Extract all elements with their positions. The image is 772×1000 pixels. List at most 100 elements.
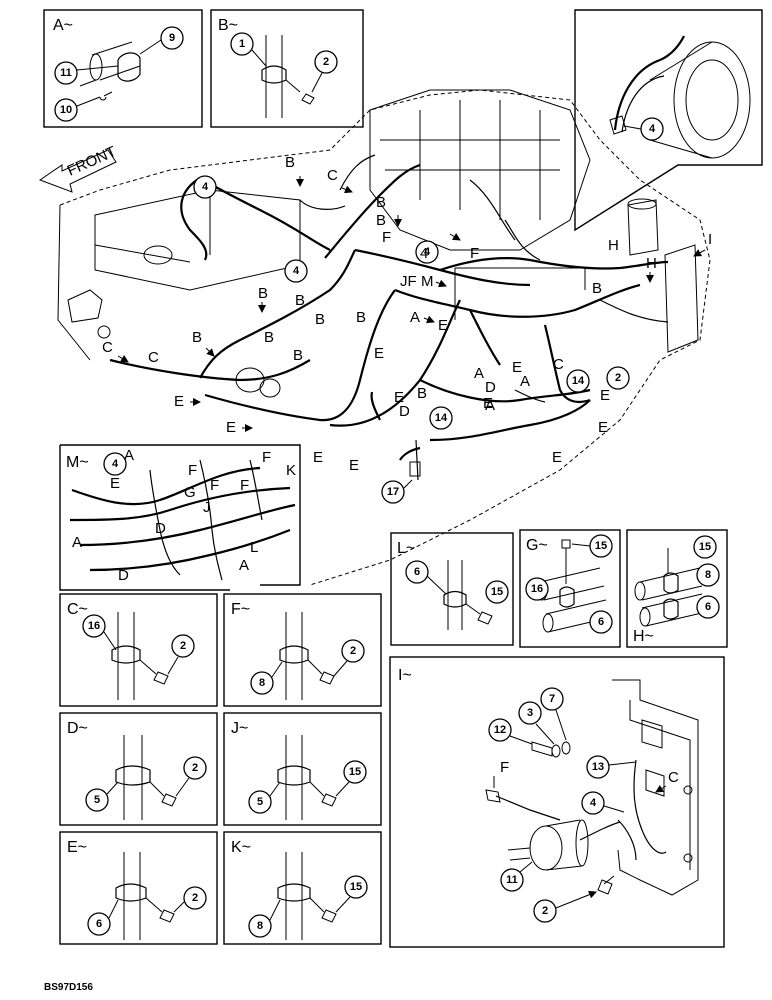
detail-k-panel: K~ 15 8 xyxy=(223,831,382,945)
detail-f-panel: F~ 2 8 xyxy=(223,593,382,707)
svg-text:B: B xyxy=(295,292,305,309)
callout-m-4[interactable]: 4 xyxy=(103,452,127,476)
callout-h-8[interactable]: 8 xyxy=(696,563,720,587)
svg-text:8: 8 xyxy=(259,677,265,689)
detail-b-panel: B~ 1 2 xyxy=(210,9,364,128)
callout-g-16[interactable]: 16 xyxy=(525,577,549,601)
callout-inset-4[interactable]: 4 xyxy=(640,117,664,141)
main-assembly: 4 4 4 14 2 14 17 B C B F B F H I H JF M xyxy=(57,89,712,586)
callout-main-4-center[interactable]: 4 xyxy=(415,240,439,264)
svg-text:C: C xyxy=(148,349,159,366)
callout-main-17[interactable]: 17 xyxy=(381,480,405,504)
callout-main-14-right[interactable]: 14 xyxy=(566,369,590,393)
detail-a-title: A~ xyxy=(53,17,73,34)
callout-d-2[interactable]: 2 xyxy=(183,756,207,780)
callout-h-6[interactable]: 6 xyxy=(696,595,720,619)
svg-text:H: H xyxy=(646,255,657,272)
callout-j-5[interactable]: 5 xyxy=(248,790,272,814)
callout-b-2[interactable]: 2 xyxy=(314,50,338,74)
svg-text:C: C xyxy=(327,167,338,184)
callout-j-15[interactable]: 15 xyxy=(343,760,367,784)
callout-i-4[interactable]: 4 xyxy=(581,791,605,815)
svg-text:17: 17 xyxy=(387,486,399,498)
svg-text:L: L xyxy=(250,539,258,556)
callout-l-15[interactable]: 15 xyxy=(485,580,509,604)
callout-main-2[interactable]: 2 xyxy=(606,366,630,390)
callout-g-6[interactable]: 6 xyxy=(589,610,613,634)
detail-g-title: G~ xyxy=(526,537,548,554)
svg-text:E: E xyxy=(374,345,384,362)
svg-text:B: B xyxy=(417,385,427,402)
callout-e-2[interactable]: 2 xyxy=(183,886,207,910)
front-arrow: FRONT xyxy=(38,143,119,193)
svg-text:E: E xyxy=(600,387,610,404)
svg-text:2: 2 xyxy=(542,905,548,917)
callout-i-13[interactable]: 13 xyxy=(586,755,610,779)
detail-i-title: I~ xyxy=(398,667,412,684)
svg-text:I: I xyxy=(708,231,712,248)
svg-text:A: A xyxy=(474,365,484,382)
svg-text:6: 6 xyxy=(598,616,604,628)
callout-k-15[interactable]: 15 xyxy=(344,875,368,899)
svg-text:15: 15 xyxy=(350,881,362,893)
svg-text:B: B xyxy=(592,280,602,297)
callout-k-8[interactable]: 8 xyxy=(248,914,272,938)
svg-text:3: 3 xyxy=(527,707,533,719)
callout-f-2[interactable]: 2 xyxy=(341,639,365,663)
callout-c-2[interactable]: 2 xyxy=(171,634,195,658)
detail-c-title: C~ xyxy=(67,601,88,618)
svg-text:K: K xyxy=(286,462,296,479)
svg-text:6: 6 xyxy=(705,601,711,613)
svg-text:13: 13 xyxy=(592,761,604,773)
callout-c-16[interactable]: 16 xyxy=(82,614,106,638)
callout-main-4-left[interactable]: 4 xyxy=(284,259,308,283)
callout-h-15[interactable]: 15 xyxy=(693,535,717,559)
main-view-labels: B C B F B F H I H JF M B B B B A B xyxy=(102,154,712,474)
svg-text:E: E xyxy=(313,449,323,466)
svg-text:A: A xyxy=(124,447,134,464)
svg-text:E: E xyxy=(349,457,359,474)
callout-e-6[interactable]: 6 xyxy=(87,912,111,936)
svg-text:E: E xyxy=(483,395,493,412)
svg-text:2: 2 xyxy=(192,762,198,774)
detail-k-title: K~ xyxy=(231,839,251,856)
svg-text:4: 4 xyxy=(590,797,597,809)
svg-text:E: E xyxy=(512,359,522,376)
callout-l-6[interactable]: 6 xyxy=(405,560,429,584)
callout-i-7[interactable]: 7 xyxy=(540,687,564,711)
detail-g-panel: G~ 15 16 6 xyxy=(519,529,621,648)
svg-text:G: G xyxy=(184,484,196,501)
callout-i-11[interactable]: 11 xyxy=(500,868,524,892)
svg-text:F: F xyxy=(188,462,197,479)
detail-c-panel: C~ 16 2 xyxy=(59,593,218,707)
svg-text:6: 6 xyxy=(96,918,102,930)
svg-text:E: E xyxy=(394,389,404,406)
callout-a-10[interactable]: 10 xyxy=(54,98,78,122)
svg-text:B: B xyxy=(258,285,268,302)
svg-text:A: A xyxy=(485,397,495,414)
callout-i-12[interactable]: 12 xyxy=(488,718,512,742)
callout-b-1[interactable]: 1 xyxy=(230,32,254,56)
callout-i-3[interactable]: 3 xyxy=(518,701,542,725)
callout-a-9[interactable]: 9 xyxy=(160,26,184,50)
detail-i-panel: I~ 7 3 12 13 4 11 xyxy=(389,656,725,948)
callout-a-11[interactable]: 11 xyxy=(54,61,78,85)
callout-main-4-tank[interactable]: 4 xyxy=(193,175,217,199)
svg-text:16: 16 xyxy=(531,583,543,595)
svg-text:E: E xyxy=(552,449,562,466)
callout-g-15[interactable]: 15 xyxy=(589,534,613,558)
starter-inset: 4 xyxy=(574,9,763,232)
svg-text:8: 8 xyxy=(705,569,711,581)
callout-f-8[interactable]: 8 xyxy=(250,671,274,695)
callout-main-14-bottom[interactable]: 14 xyxy=(429,406,453,430)
svg-text:2: 2 xyxy=(192,892,198,904)
svg-text:2: 2 xyxy=(323,56,329,68)
detail-e-panel: E~ 2 6 xyxy=(59,831,218,945)
detail-b-title: B~ xyxy=(218,17,238,34)
svg-text:C: C xyxy=(668,769,679,786)
svg-text:A: A xyxy=(72,534,82,551)
svg-text:C: C xyxy=(102,339,113,356)
svg-text:B: B xyxy=(315,311,325,328)
callout-d-5[interactable]: 5 xyxy=(85,788,109,812)
callout-i-2[interactable]: 2 xyxy=(533,899,557,923)
